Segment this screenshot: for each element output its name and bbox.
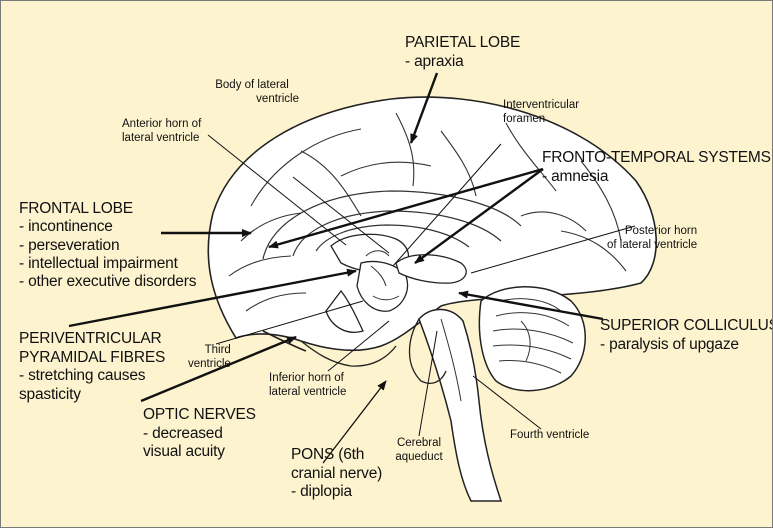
fronto-temporal-heading: FRONTO-TEMPORAL SYSTEMS <box>542 149 771 168</box>
body-lateral-ventricle-line-1: Body of lateral <box>205 79 299 93</box>
label-superior-colliculus: SUPERIOR COLLICULUS - paralysis of upgaz… <box>600 317 773 354</box>
cerebral-aqueduct-line-2: aqueduct <box>389 451 449 465</box>
frontal-lobe-symptom-1: - incontinence <box>19 218 196 236</box>
label-fronto-temporal: FRONTO-TEMPORAL SYSTEMS - amnesia <box>542 149 771 186</box>
label-anterior-horn: Anterior horn of lateral ventricle <box>122 118 201 146</box>
periventricular-symptom-1: - stretching causes <box>19 367 165 386</box>
frontal-lobe-heading: FRONTAL LOBE <box>19 200 196 218</box>
body-lateral-ventricle-line-2: ventricle <box>205 93 299 107</box>
optic-nerves-symptom-1: - decreased <box>143 425 256 444</box>
third-ventricle-line-1: Third <box>188 344 231 358</box>
posterior-horn-line-2: of lateral ventricle <box>607 239 697 253</box>
label-body-lateral-ventricle: Body of lateral ventricle <box>205 79 299 107</box>
label-inferior-horn: Inferior horn of lateral ventricle <box>269 372 346 400</box>
superior-colliculus-heading: SUPERIOR COLLICULUS <box>600 317 773 336</box>
label-pons: PONS (6th cranial nerve) - diplopia <box>291 446 382 502</box>
posterior-horn-line-1: Posterior horn <box>607 225 697 239</box>
pons-heading-1: PONS (6th <box>291 446 382 465</box>
label-optic-nerves: OPTIC NERVES - decreased visual acuity <box>143 406 256 462</box>
superior-colliculus-symptom: - paralysis of upgaze <box>600 336 773 355</box>
label-fourth-ventricle: Fourth ventricle <box>510 429 589 443</box>
label-interventricular-foramen: Interventricular foramen <box>503 99 579 127</box>
periventricular-symptom-2: spasticity <box>19 386 165 405</box>
pons-heading-2: cranial nerve) <box>291 465 382 484</box>
periventricular-heading-1: PERIVENTRICULAR <box>19 330 165 349</box>
label-cerebral-aqueduct: Cerebral aqueduct <box>389 437 449 465</box>
periventricular-heading-2: PYRAMIDAL FIBRES <box>19 349 165 368</box>
fronto-temporal-symptom: - amnesia <box>542 168 771 187</box>
label-frontal-lobe: FRONTAL LOBE - incontinence - perseverat… <box>19 200 196 291</box>
inferior-horn-line-1: Inferior horn of <box>269 372 346 386</box>
label-posterior-horn: Posterior horn of lateral ventricle <box>607 225 697 253</box>
parietal-lobe-symptom: - apraxia <box>405 53 520 72</box>
cerebral-aqueduct-line-1: Cerebral <box>389 437 449 451</box>
frontal-lobe-symptom-2: - perseveration <box>19 237 196 255</box>
inferior-horn-line-2: lateral ventricle <box>269 386 346 400</box>
frontal-lobe-symptom-4: - other executive disorders <box>19 273 196 291</box>
anterior-horn-line-2: lateral ventricle <box>122 132 201 146</box>
optic-nerves-symptom-2: visual acuity <box>143 443 256 462</box>
interventricular-foramen-line-1: Interventricular <box>503 99 579 113</box>
parietal-lobe-heading: PARIETAL LOBE <box>405 34 520 53</box>
optic-nerves-heading: OPTIC NERVES <box>143 406 256 425</box>
label-parietal-lobe: PARIETAL LOBE - apraxia <box>405 34 520 71</box>
cerebellum <box>479 287 585 391</box>
pons-symptom: - diplopia <box>291 483 382 502</box>
frontal-lobe-symptom-3: - intellectual impairment <box>19 255 196 273</box>
label-periventricular: PERIVENTRICULAR PYRAMIDAL FIBRES - stret… <box>19 330 165 404</box>
anterior-horn-line-1: Anterior horn of <box>122 118 201 132</box>
interventricular-foramen-line-2: foramen <box>503 113 579 127</box>
label-third-ventricle: Third ventricle <box>188 344 231 372</box>
fourth-ventricle-line-1: Fourth ventricle <box>510 429 589 443</box>
third-ventricle-line-2: ventricle <box>188 358 231 372</box>
